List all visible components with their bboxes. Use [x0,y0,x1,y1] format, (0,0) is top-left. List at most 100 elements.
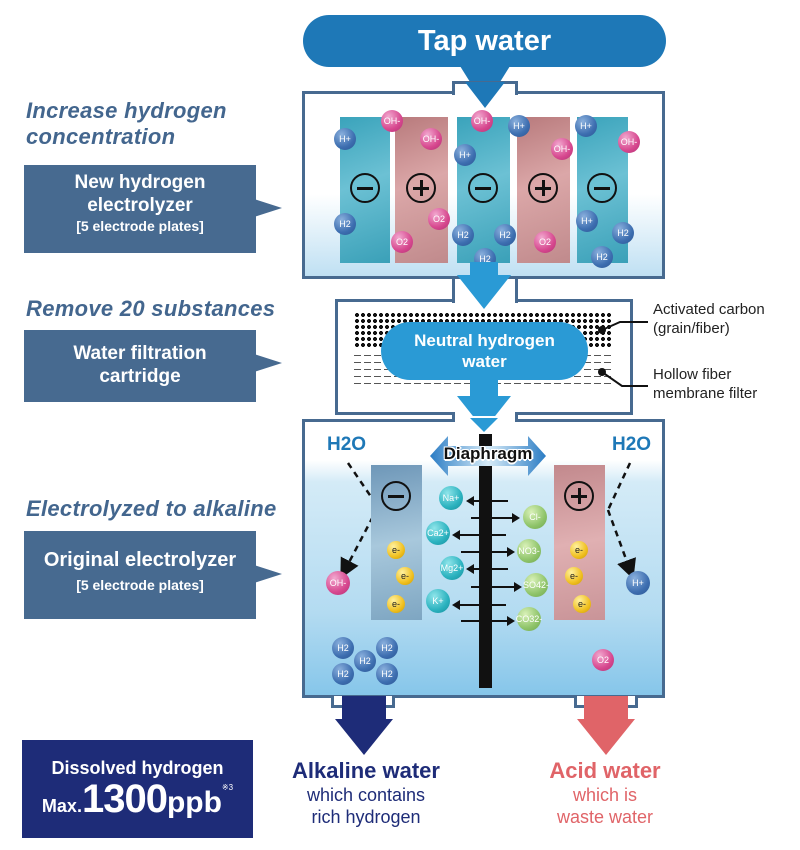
callout-pointer [254,354,282,372]
heading-line: Increase hydrogen [26,98,227,123]
label-line: Activated carbon [653,301,765,318]
electron: e- [387,595,405,613]
heading-line: Remove 20 substances [26,296,276,321]
alkaline-water-label: Alkaline water which contains rich hydro… [276,758,456,828]
hydrogen-molecule: H2 [354,650,376,672]
molecule: H+ [508,115,530,137]
hydrogen-molecule: H2 [376,637,398,659]
badge-line: Dissolved hydrogen [51,758,224,778]
output-line: rich hydrogen [311,807,421,827]
arrow-left-icon [466,496,508,506]
diaphragm-label: Diaphragm [443,444,533,463]
molecule: H+ [575,115,597,137]
dissolved-hydrogen-badge: Dissolved hydrogen Max.1300ppb※3 [22,740,253,838]
label-line: membrane filter [653,385,758,402]
arrow-right-icon [461,547,515,557]
molecule: H2 [612,222,634,244]
molecule: H2 [452,224,474,246]
flow-arrow-head [470,418,498,432]
badge-value: 1300 [81,777,168,821]
callout-sub: [5 electrode plates] [76,577,204,593]
section-heading-alkaline: Electrolyzed to alkaline [26,496,277,522]
callout-line: Original electrolyzer [43,549,237,571]
electron: e- [565,567,583,585]
hydroxide-ion: OH- [326,571,350,595]
callout-original-electrolyzer: Original electrolyzer [5 electrode plate… [24,531,282,619]
output-line: waste water [556,807,654,827]
plus-sign-icon [406,173,436,203]
minus-sign-icon [381,481,411,511]
molecule: H2 [591,246,613,268]
molecule: OH- [420,128,442,150]
callout-line: Water filtration [73,343,207,364]
diaphragm-bar [479,434,492,688]
anion: Cl- [523,505,547,529]
anion: CO32- [516,607,542,631]
heading-line: concentration [26,124,176,149]
label-line: Hollow fiber [653,366,732,383]
section-heading-filter: Remove 20 substances [26,296,275,322]
badge-prefix: Max. [41,796,82,816]
cation: Mg2+ [440,556,464,580]
acid-arrow-head [577,719,635,755]
callout-line: electrolyzer [87,195,193,216]
anion: SO42- [523,573,549,597]
h2o-label-right: H2O [612,434,652,455]
electron: e- [573,595,591,613]
electron: e- [396,567,414,585]
hydrogen-ion: H+ [626,571,650,595]
callout-line: New hydrogen [74,172,206,193]
alkaline-arrow-shaft [342,696,386,720]
minus-sign-icon [468,173,498,203]
arrow-left-icon [466,564,508,574]
minus-sign-icon [350,173,380,203]
molecule: OH- [551,138,573,160]
acid-arrow-shaft [584,696,628,720]
section-heading-hydrogen: Increase hydrogen concentration [26,98,227,150]
electrode-plate-negative [340,117,390,263]
electron: e- [387,541,405,559]
output-line: which contains [306,785,426,805]
arrow-right-icon [461,616,515,626]
h2o-label-left: H2O [327,434,367,455]
molecule: H+ [334,128,356,150]
plus-sign-icon [528,173,558,203]
molecule: H+ [454,144,476,166]
badge-value-row: Max.1300ppb※3 [22,777,253,822]
callout-pointer [254,565,282,583]
molecule: O2 [391,231,413,253]
callout-filtration: Water filtration cartridge [24,330,282,402]
output-title: Alkaline water [292,758,440,783]
acid-water-label: Acid water which is waste water [520,758,690,828]
arrow-left-icon [452,530,506,540]
cation: Na+ [439,486,463,510]
callout-pointer [254,199,282,217]
flow-arrow [470,262,498,276]
bubble-line: Neutral hydrogen [414,331,555,350]
output-line: which is [572,785,638,805]
molecule: OH- [618,131,640,153]
badge-unit: ppb [166,786,222,819]
oxygen-molecule: O2 [592,649,614,671]
output-title: Acid water [549,758,661,783]
tap-water-banner: Tap water [303,15,666,67]
molecule: H2 [494,224,516,246]
leader-lines [601,321,648,387]
minus-sign-icon [587,173,617,203]
molecule: H2 [334,213,356,235]
activated-carbon-label: Activated carbon (grain/fiber) [653,300,765,338]
arrow-right-icon [471,582,522,592]
molecule: OH- [471,110,493,132]
callout-line: cartridge [99,366,181,387]
molecule: H+ [576,210,598,232]
tap-water-label: Tap water [417,24,552,57]
callout-new-electrolyzer: New hydrogen electrolyzer [5 electrode p… [24,165,282,253]
molecule: O2 [534,231,556,253]
diaphragm-double-arrow [430,436,546,476]
neutral-hydrogen-water-bubble: Neutral hydrogen water [381,322,588,380]
arrow-right-icon [471,513,520,523]
flow-arrow [470,378,498,398]
hydrogen-molecule: H2 [376,663,398,685]
cation: K+ [426,589,450,613]
bubble-line: water [462,352,507,371]
